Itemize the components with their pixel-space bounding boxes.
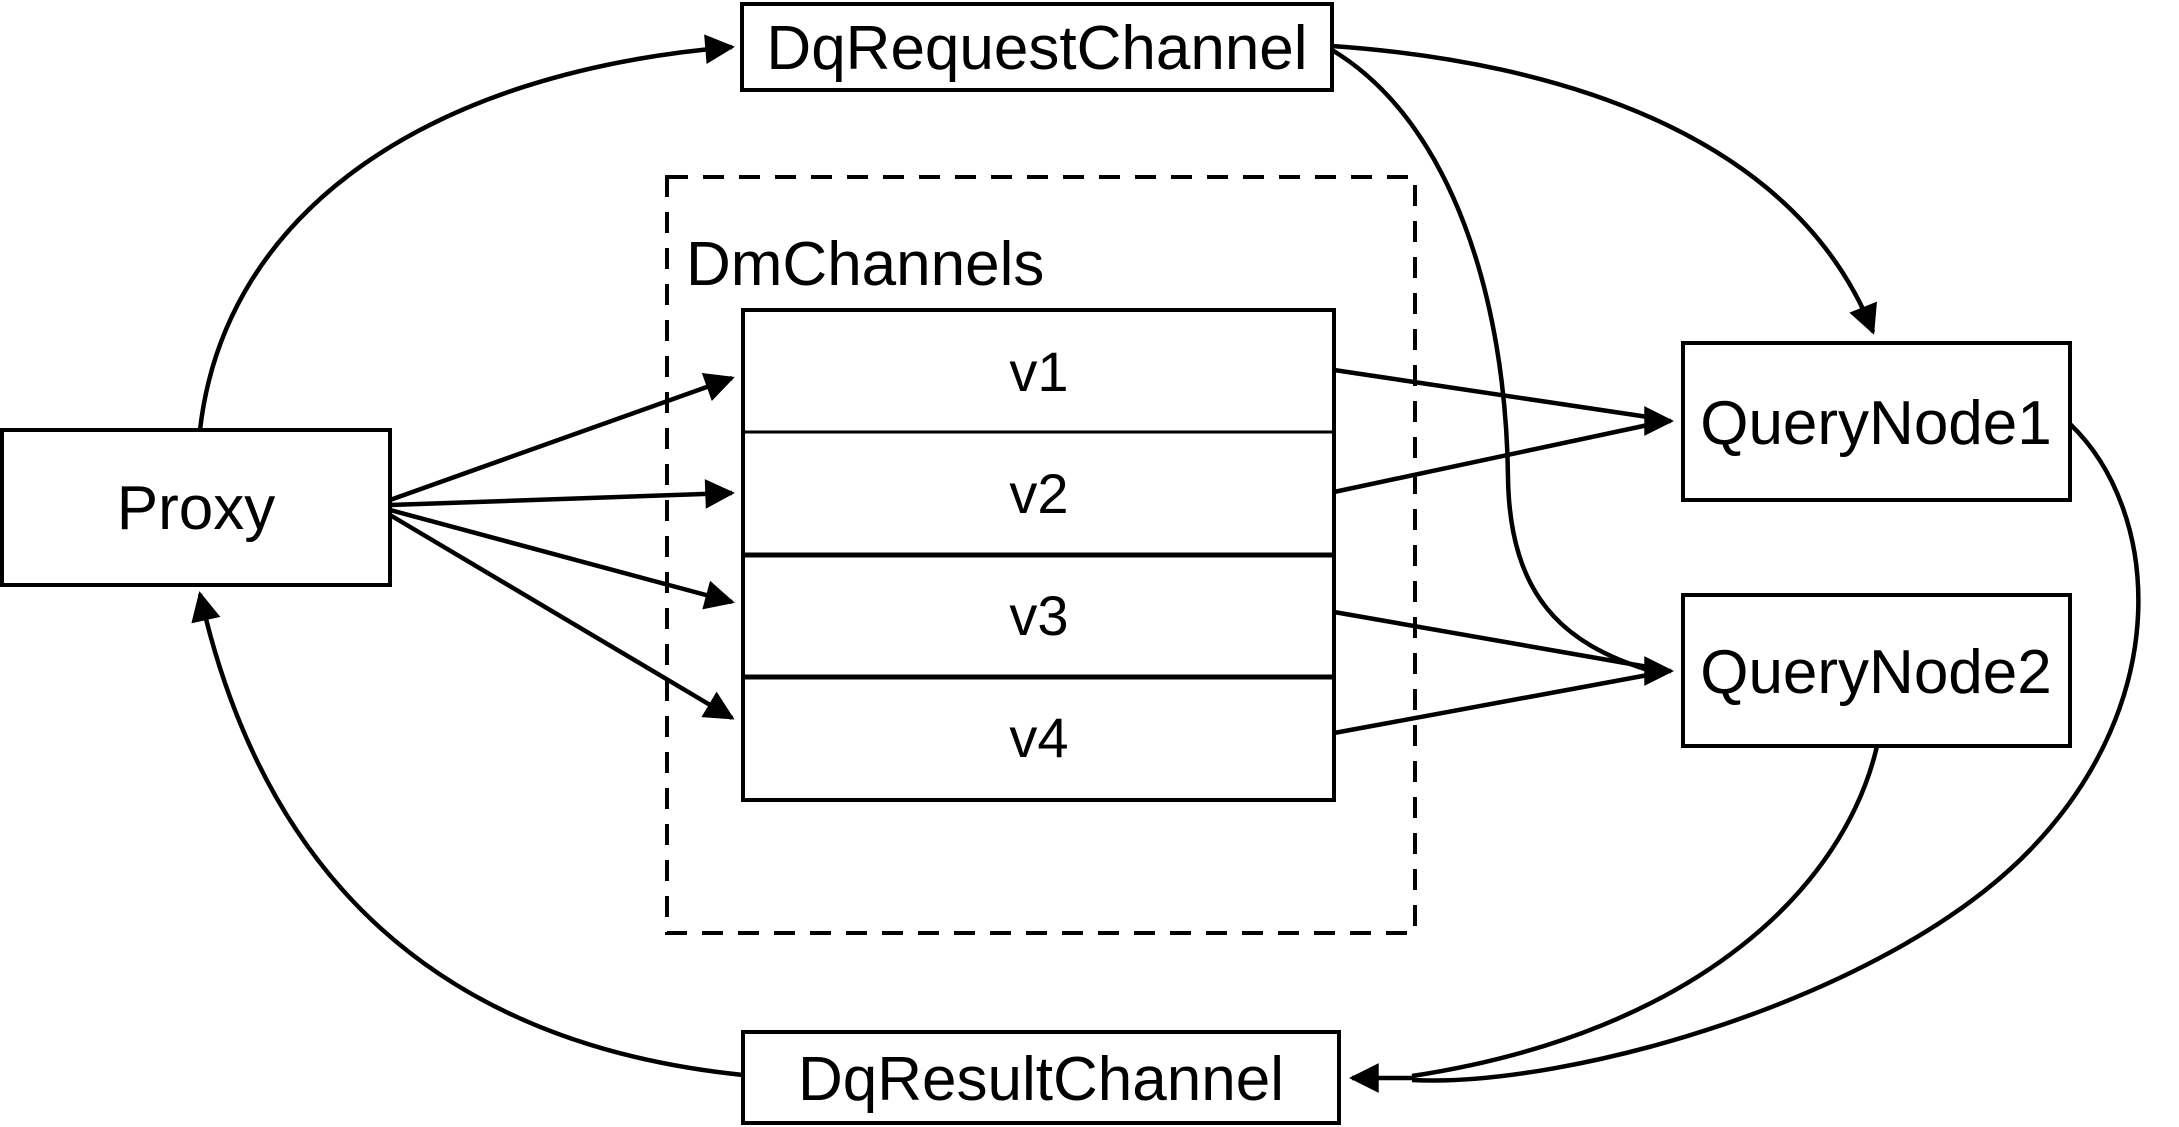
node-dqresultchannel: DqResultChannel <box>741 1030 1341 1125</box>
dqrequestchannel-label: DqRequestChannel <box>766 14 1307 83</box>
channel-row-v4: v4 <box>1009 706 1068 769</box>
channel-row-v1: v1 <box>1009 340 1068 403</box>
dqrequestchannel-box <box>740 2 1334 92</box>
querynode2-box <box>1681 593 2072 748</box>
channel-row-v2: v2 <box>1009 462 1068 525</box>
dqresultchannel-box <box>741 1030 1341 1125</box>
node-querynode1: QueryNode1 <box>1681 341 2072 502</box>
node-dqrequestchannel: DqRequestChannel <box>740 2 1334 92</box>
edge-proxy-to-v3 <box>389 507 735 610</box>
edge-proxy-to-v1 <box>389 372 735 503</box>
edge-v3-to-querynode2 <box>1333 609 1649 670</box>
edge-proxy-to-v2 <box>389 479 735 509</box>
node-channel-stack: v1 v2 v3 v4 <box>741 308 1336 802</box>
edge-querynode2-to-dqresultchannel <box>1411 745 1880 1079</box>
dmchannels-group-border <box>665 175 1417 935</box>
edge-v2-to-querynode1 <box>1333 422 1649 495</box>
node-querynode2: QueryNode2 <box>1681 593 2072 748</box>
group-dmchannels: DmChannels v1 v2 v3 v4 <box>665 175 1417 935</box>
edge-v4-to-querynode2 <box>1333 672 1649 736</box>
edge-dqrequestchannel-to-querynode1 <box>1331 43 1877 335</box>
edge-proxy-to-dqrequestchannel <box>197 34 735 431</box>
dqresultchannel-label: DqResultChannel <box>798 1045 1284 1114</box>
querynode1-box <box>1681 341 2072 502</box>
proxy-box <box>0 428 392 587</box>
channel-row-v3: v3 <box>1009 584 1068 647</box>
edge-proxy-to-v4 <box>388 513 735 720</box>
node-proxy: Proxy <box>0 428 392 587</box>
edge-dqresultchannel-to-proxy <box>191 591 744 1078</box>
edge-querynode1-to-dqresultchannel <box>1411 422 2141 1083</box>
edge-dqrequestchannel-to-querynode2 <box>1330 48 1649 673</box>
edges <box>191 34 2141 1093</box>
querynode1-label: QueryNode1 <box>1700 389 2052 458</box>
edge-v1-to-querynode1 <box>1333 367 1649 420</box>
proxy-label: Proxy <box>117 474 275 543</box>
querynode2-label: QueryNode2 <box>1700 638 2052 707</box>
dmchannels-group-label: DmChannels <box>686 230 1044 299</box>
